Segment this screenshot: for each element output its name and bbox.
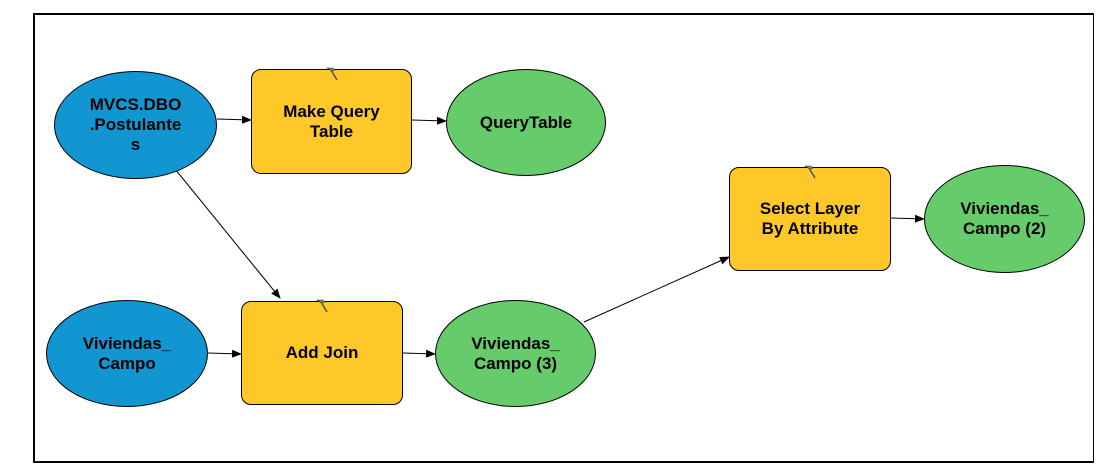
hammer-icon xyxy=(803,165,816,179)
edge-make-query-table-to-querytable[interactable] xyxy=(411,116,447,125)
edge-select-layer-to-viviendas-campo-2[interactable] xyxy=(890,214,925,223)
node-viviendas-campo[interactable]: Viviendas_ Campo xyxy=(46,300,208,407)
node-label: Viviendas_ Campo xyxy=(82,333,172,373)
edge-viviendas-campo-to-add-join[interactable] xyxy=(207,349,242,358)
node-viviendas-campo-2[interactable]: Viviendas_ Campo (2) xyxy=(924,165,1085,273)
node-label: Viviendas_ Campo (3) xyxy=(471,333,560,373)
edge-viviendas-campo-3-to-select-layer[interactable] xyxy=(583,256,730,323)
node-label: Viviendas_ Campo (2) xyxy=(960,199,1049,238)
node-add-join[interactable]: Add Join xyxy=(241,299,403,405)
node-label: Add Join xyxy=(285,343,359,362)
node-make-query-table[interactable]: Make Query Table xyxy=(251,67,412,174)
edge-postulantes-to-make-query-table[interactable] xyxy=(216,115,252,124)
canvas-border xyxy=(33,13,1094,463)
edge-add-join-to-viviendas-campo-3[interactable] xyxy=(402,349,436,358)
hammer-icon xyxy=(315,299,328,313)
edge-postulantes-to-add-join[interactable] xyxy=(174,168,281,299)
node-postulantes[interactable]: MVCS.DBO .Postulante s xyxy=(54,71,217,179)
node-select-layer-by-attribute[interactable]: Select Layer By Attribute xyxy=(729,165,891,271)
node-querytable[interactable]: QueryTable xyxy=(446,69,606,176)
node-label: Make Query Table xyxy=(283,101,380,141)
node-label: Select Layer By Attribute xyxy=(759,199,861,238)
node-label: QueryTable xyxy=(479,112,573,132)
node-viviendas-campo-3[interactable]: Viviendas_ Campo (3) xyxy=(435,300,596,407)
node-label: MVCS.DBO .Postulante s xyxy=(89,95,182,154)
hammer-icon xyxy=(325,67,338,81)
